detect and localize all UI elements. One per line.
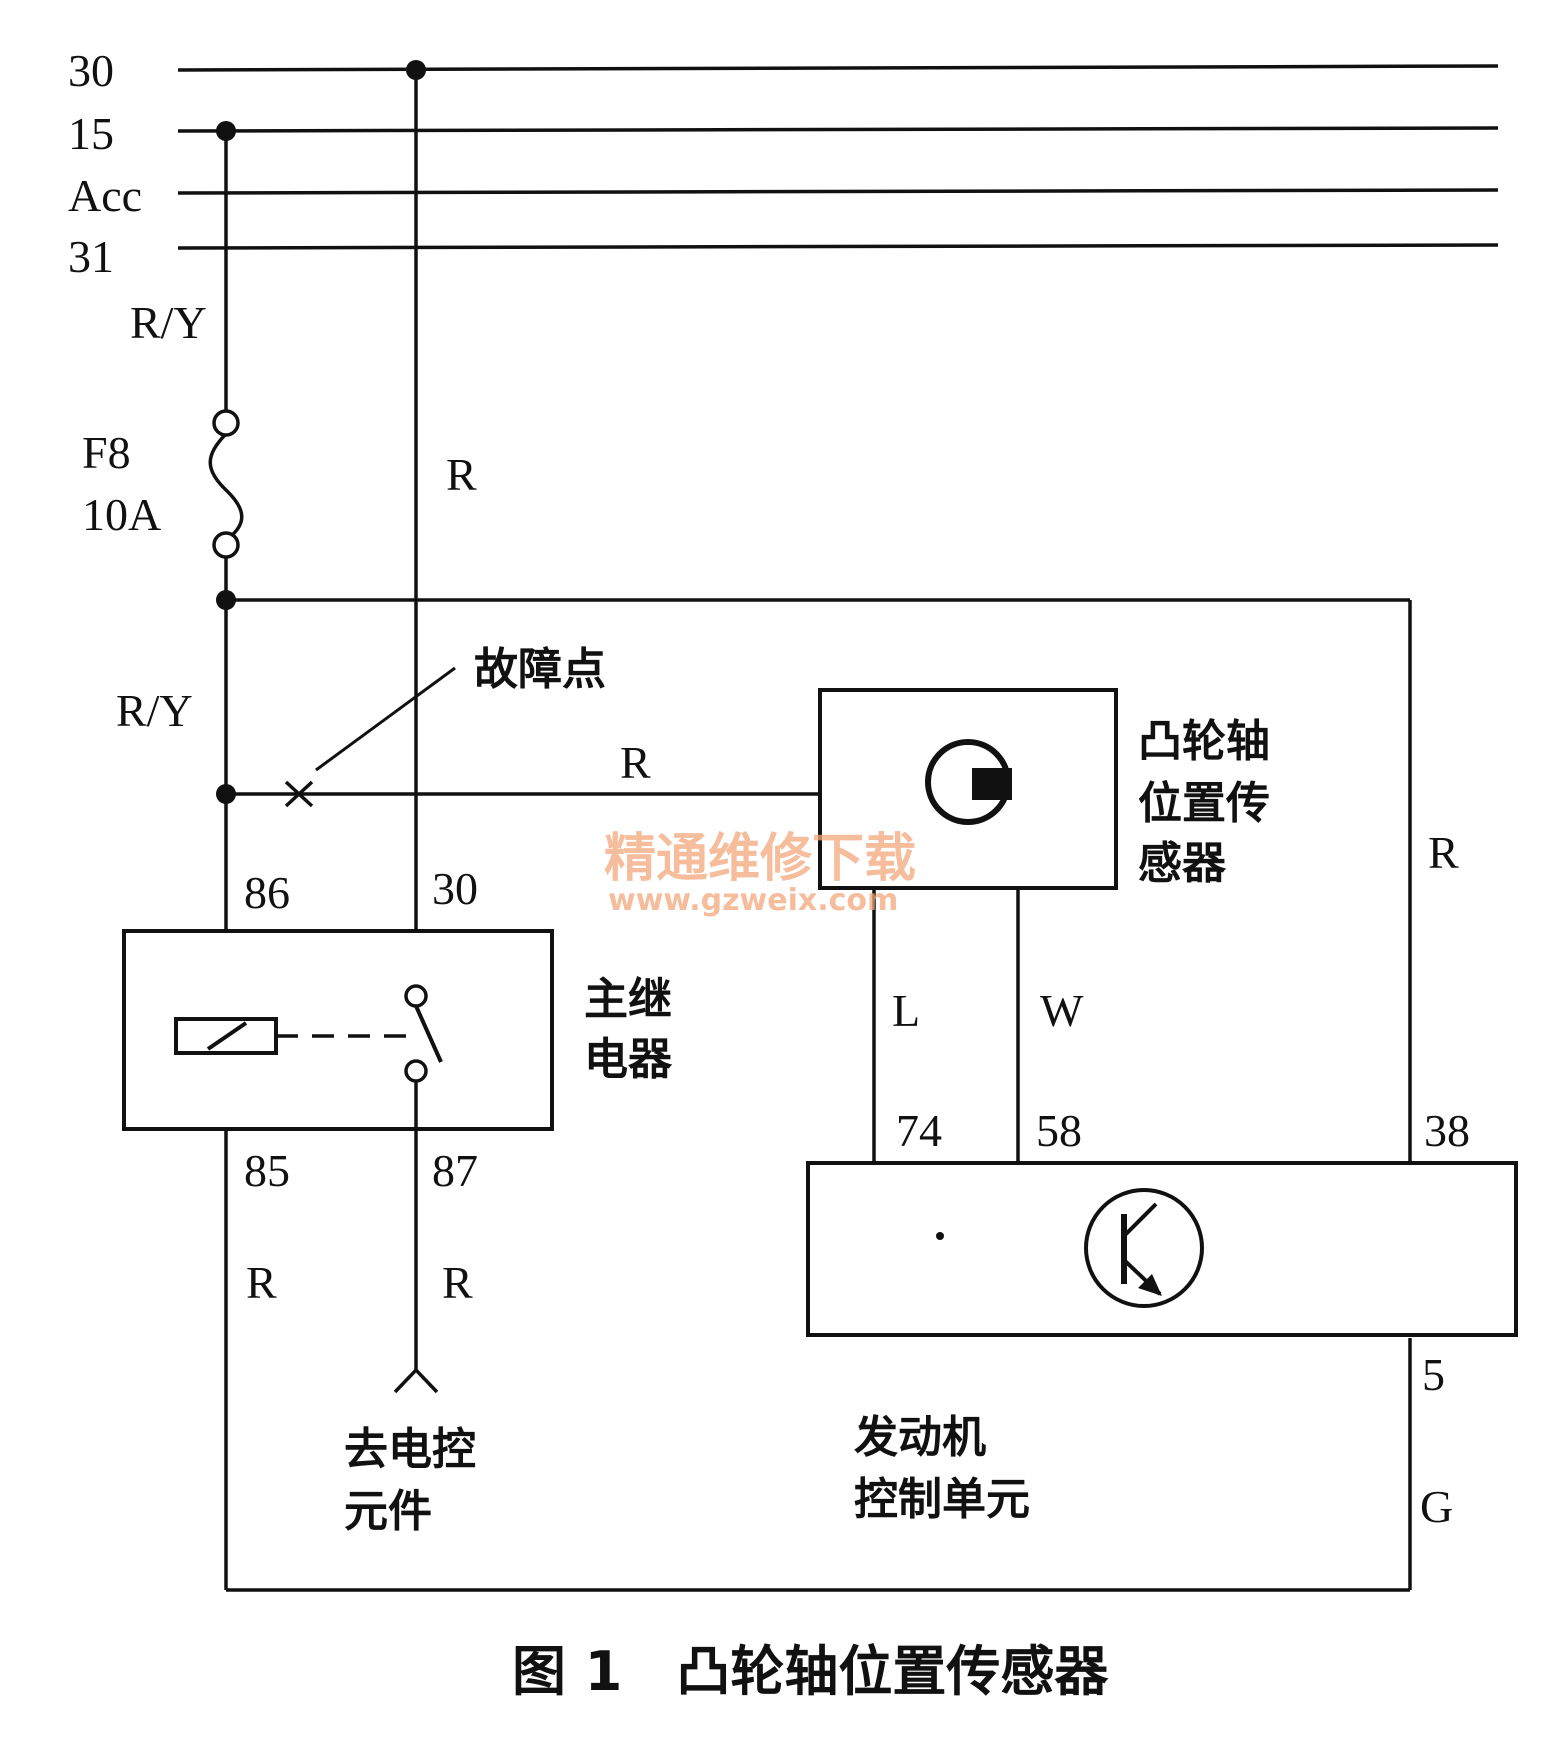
wire-label-r-85: R — [246, 1257, 277, 1308]
wire-label-r-87: R — [442, 1257, 473, 1308]
fuse-f8 — [208, 432, 244, 542]
junction-dot-30 — [406, 60, 426, 80]
ecu-dot — [936, 1232, 944, 1240]
bus-line-15 — [177, 126, 1499, 133]
watermark-url: www.gzweix.com — [608, 883, 898, 918]
relay-box — [122, 929, 554, 1131]
output-terminal-mark — [393, 1367, 439, 1394]
output-label-line2: 元件 — [344, 1486, 432, 1537]
relay-pin-86: 86 — [244, 867, 290, 918]
wire-label-w: W — [1040, 985, 1084, 1036]
bus-label-acc: Acc — [68, 170, 142, 221]
relay-name-line1: 主继 — [584, 974, 672, 1025]
bus-label-31: 31 — [68, 231, 114, 282]
sensor-label-line2: 位置传 — [1138, 778, 1270, 829]
relay-pin-85: 85 — [244, 1145, 290, 1196]
fuse-terminal-bottom — [212, 531, 240, 559]
relay-contact-bottom — [404, 1059, 428, 1083]
sensor-symbol-square — [972, 768, 1012, 800]
junction-dot-15 — [216, 121, 236, 141]
ecu-pin-5: 5 — [1422, 1349, 1445, 1400]
ecu-pin-58: 58 — [1036, 1105, 1082, 1156]
sensor-label-line3: 感器 — [1138, 838, 1227, 889]
ecu-pin-74: 74 — [896, 1105, 942, 1156]
ecu-pin-38: 38 — [1424, 1105, 1470, 1156]
ecu-box — [806, 1161, 1518, 1337]
wire-label-ry-top: R/Y — [130, 297, 207, 348]
wire-label-l: L — [892, 985, 920, 1036]
output-label-line1: 去电控 — [344, 1424, 476, 1475]
relay-coil-slash — [206, 1021, 248, 1051]
fault-cross-b — [284, 780, 314, 808]
fault-leader — [315, 666, 456, 772]
wire-label-r-main: R — [446, 449, 477, 500]
relay-switch-blade — [414, 1005, 443, 1063]
relay-pin-87: 87 — [432, 1145, 478, 1196]
transistor-collector — [1122, 1202, 1158, 1238]
bus-label-15: 15 — [68, 108, 114, 159]
relay-name-line2: 电器 — [584, 1034, 673, 1085]
wire-label-r-sensor: R — [620, 737, 651, 788]
sensor-label-line1: 凸轮轴 — [1138, 716, 1270, 767]
figure-caption: 图 1 凸轮轴位置传感器 — [512, 1640, 1109, 1703]
bus-line-30 — [177, 64, 1499, 72]
fault-point-label: 故障点 — [474, 644, 606, 695]
fuse-terminal-top — [212, 409, 240, 437]
relay-contact-top — [404, 984, 428, 1008]
watermark-title: 精通维修下载 — [604, 829, 916, 889]
junction-dot-sensor — [216, 784, 236, 804]
ecu-label-line1: 发动机 — [854, 1412, 986, 1463]
wire-label-ry-mid: R/Y — [116, 685, 193, 736]
ecu-label-line2: 控制单元 — [854, 1474, 1030, 1525]
junction-dot-right — [216, 590, 236, 610]
wire-label-g: G — [1420, 1481, 1453, 1532]
fuse-name: F8 — [82, 427, 131, 478]
relay-pin-30: 30 — [432, 863, 478, 914]
bus-line-acc — [177, 188, 1499, 195]
sensor-box — [818, 688, 1118, 890]
bus-line-31 — [177, 243, 1499, 250]
bus-label-30: 30 — [68, 45, 114, 96]
transistor-symbol — [1084, 1188, 1204, 1308]
fuse-rating: 10A — [82, 489, 161, 540]
wire-label-r-right: R — [1428, 827, 1459, 878]
transistor-arrow — [1138, 1274, 1162, 1296]
